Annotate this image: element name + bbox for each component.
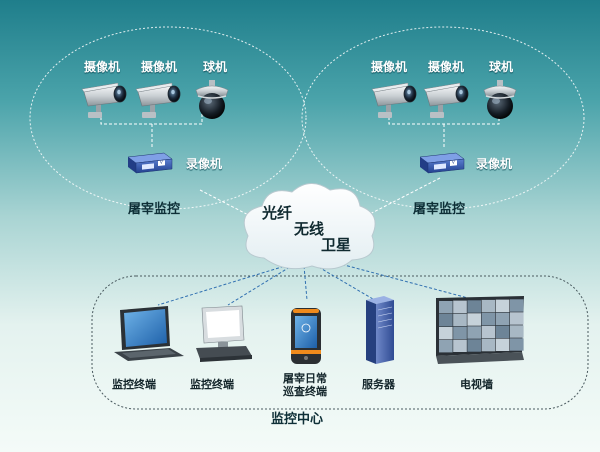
- dvr-icon: [127, 152, 173, 174]
- video-wall-screen: [439, 301, 453, 314]
- dome-camera-icon: [483, 79, 517, 120]
- bullet-camera-icon: [371, 82, 417, 119]
- center-outline: [91, 275, 589, 410]
- camera-label: 球机: [203, 60, 228, 74]
- bullet-camera-icon: [423, 82, 469, 119]
- video-wall-screen: [495, 338, 510, 351]
- dome-camera-icon: [195, 79, 229, 120]
- video-wall-screen: [439, 314, 453, 327]
- video-wall-screen: [481, 338, 496, 352]
- video-wall-screen: [467, 326, 481, 339]
- video-wall-screen: [439, 327, 453, 340]
- desktop-icon: [196, 305, 252, 362]
- video-wall-screen: [510, 338, 524, 351]
- camera-label: 球机: [489, 60, 514, 74]
- video-wall-screen: [453, 326, 467, 339]
- dvr-icon: [419, 152, 465, 174]
- recorder-label: 录像机: [476, 157, 513, 171]
- device-label: 监控终端: [190, 378, 234, 391]
- network-type-label: 光纤: [262, 204, 293, 222]
- zone-outline-left: [29, 26, 307, 210]
- video-wall-screen: [495, 325, 510, 338]
- camera-label: 摄像机: [141, 60, 178, 74]
- zone-outline-right: [301, 26, 585, 210]
- camera-label: 摄像机: [84, 60, 121, 74]
- zone-links-left: [100, 112, 263, 223]
- network-type-label: 无线: [294, 220, 325, 238]
- video-wall-screen: [495, 312, 510, 325]
- video-wall-screen: [510, 299, 524, 312]
- video-wall-screen: [481, 312, 496, 326]
- camera-label: 摄像机: [371, 60, 408, 74]
- center-title: 监控中心: [271, 412, 324, 427]
- video-wall-screen: [467, 313, 481, 326]
- server-icon: [366, 296, 394, 364]
- video-wall-screen: [453, 300, 467, 313]
- camera-label: 摄像机: [428, 60, 465, 74]
- device-label: 屠宰日常: [283, 372, 327, 385]
- video-wall-screen: [453, 339, 467, 352]
- cloud-icon: [243, 183, 376, 270]
- zone-title: 屠宰监控: [128, 202, 181, 217]
- video-wall-screen: [467, 300, 481, 313]
- handheld-terminal-icon: [291, 308, 321, 364]
- bullet-camera-icon: [81, 82, 127, 119]
- recorder-label: 录像机: [186, 157, 223, 171]
- video-wall-screen: [495, 299, 510, 312]
- video-wall-screen: [481, 299, 496, 313]
- video-wall-icon: [436, 296, 524, 364]
- bullet-camera-icon: [135, 82, 181, 119]
- video-wall-screen: [453, 313, 467, 326]
- video-wall-screen: [510, 312, 524, 325]
- device-label: 监控终端: [112, 378, 156, 391]
- network-type-label: 卫星: [321, 236, 352, 254]
- video-wall-screen: [439, 340, 453, 353]
- zone-title: 屠宰监控: [413, 202, 466, 217]
- device-label: 服务器: [362, 378, 395, 391]
- video-wall-screen: [510, 325, 524, 338]
- video-wall-screen: [467, 339, 481, 352]
- device-label: 巡查终端: [283, 385, 327, 398]
- laptop-icon: [114, 306, 184, 361]
- device-label: 电视墙: [460, 378, 493, 391]
- video-wall-screen: [481, 325, 496, 339]
